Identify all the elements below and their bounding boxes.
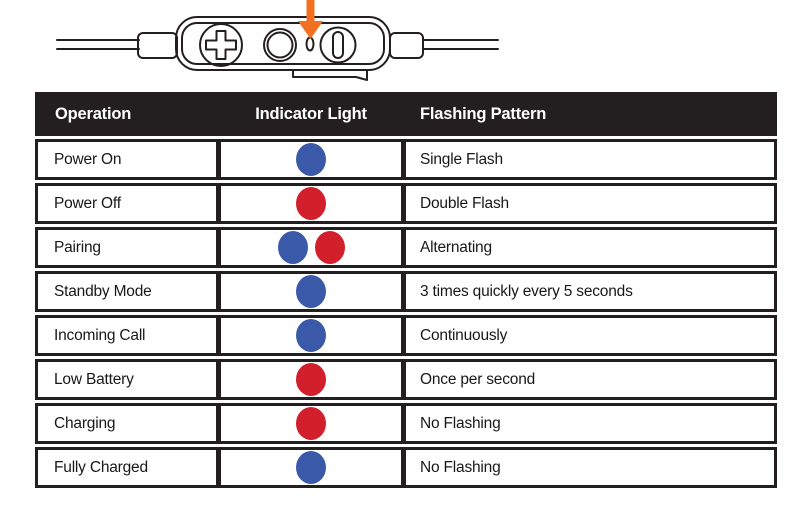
pattern-cell: Once per second xyxy=(406,362,774,397)
operation-cell: Low Battery xyxy=(38,362,216,397)
indicator-cell xyxy=(221,362,401,397)
indicator-cell xyxy=(221,406,401,441)
volume-down-button-icon xyxy=(319,26,357,64)
header-flashing-pattern: Flashing Pattern xyxy=(420,104,547,123)
header-indicator-light: Indicator Light xyxy=(255,104,367,123)
pattern-cell-text: Continuously xyxy=(420,326,508,344)
pattern-cell: Double Flash xyxy=(406,186,774,221)
table-body: Power On Single Flash Power Off Double F… xyxy=(35,139,777,488)
red-indicator-dot xyxy=(296,363,326,396)
pattern-cell-text: No Flashing xyxy=(420,458,501,476)
operation-cell: Standby Mode xyxy=(38,274,216,309)
operation-cell: Power Off xyxy=(38,186,216,221)
volume-up-button-icon xyxy=(199,23,243,67)
remote-diagram-svg xyxy=(56,0,499,81)
operation-cell-text: Standby Mode xyxy=(54,282,152,300)
pattern-cell-text: Double Flash xyxy=(420,194,509,212)
blue-indicator-dot xyxy=(296,451,326,484)
table-row: Fully Charged No Flashing xyxy=(35,447,777,488)
header-operation: Operation xyxy=(55,104,132,123)
operation-cell-text: Charging xyxy=(54,414,116,432)
operation-cell-text: Incoming Call xyxy=(54,326,146,344)
left-cable xyxy=(56,39,140,50)
blue-indicator-dot xyxy=(277,231,308,264)
indicator-light-table: Operation Indicator Light Flashing Patte… xyxy=(35,92,777,488)
clip-icon xyxy=(292,69,368,81)
red-indicator-dot xyxy=(296,187,326,220)
table-row: Pairing Alternating xyxy=(35,227,777,268)
pattern-cell: No Flashing xyxy=(406,450,774,485)
right-cable xyxy=(422,39,499,50)
blue-indicator-dot xyxy=(296,319,326,352)
table-row: Standby Mode 3 times quickly every 5 sec… xyxy=(35,271,777,312)
pattern-cell-text: Single Flash xyxy=(420,150,503,168)
pattern-cell: Alternating xyxy=(406,230,774,265)
operation-cell: Fully Charged xyxy=(38,450,216,485)
pattern-cell: No Flashing xyxy=(406,406,774,441)
operation-cell-text: Fully Charged xyxy=(54,458,148,476)
operation-cell: Incoming Call xyxy=(38,318,216,353)
table-header-row: Operation Indicator Light Flashing Patte… xyxy=(35,92,777,136)
indicator-cell xyxy=(221,142,401,177)
operation-cell-text: Pairing xyxy=(54,238,101,256)
right-strain-relief xyxy=(389,32,424,59)
indicator-cell xyxy=(221,230,401,265)
pattern-cell-text: 3 times quickly every 5 seconds xyxy=(420,282,633,300)
pattern-cell-text: Alternating xyxy=(420,238,492,256)
operation-cell-text: Power Off xyxy=(54,194,121,212)
operation-cell: Charging xyxy=(38,406,216,441)
pattern-cell: Continuously xyxy=(406,318,774,353)
table-row: Low Battery Once per second xyxy=(35,359,777,400)
pattern-cell: Single Flash xyxy=(406,142,774,177)
pattern-cell-text: Once per second xyxy=(420,370,536,388)
table-row: Power On Single Flash xyxy=(35,139,777,180)
indicator-cell xyxy=(221,186,401,221)
blue-indicator-dot xyxy=(296,143,326,176)
indicator-cell xyxy=(221,450,401,485)
pattern-cell-text: No Flashing xyxy=(420,414,501,432)
led-indicator-icon xyxy=(305,36,315,52)
left-strain-relief xyxy=(137,32,178,59)
table-row: Charging No Flashing xyxy=(35,403,777,444)
pattern-cell: 3 times quickly every 5 seconds xyxy=(406,274,774,309)
operation-cell-text: Power On xyxy=(54,150,122,168)
red-indicator-dot xyxy=(314,231,345,264)
indicator-cell xyxy=(221,274,401,309)
remote-diagram xyxy=(0,0,812,92)
blue-indicator-dot xyxy=(296,275,326,308)
operation-cell-text: Low Battery xyxy=(54,370,134,388)
operation-cell: Pairing xyxy=(38,230,216,265)
indicator-cell xyxy=(221,318,401,353)
table-row: Incoming Call Continuously xyxy=(35,315,777,356)
red-indicator-dot xyxy=(296,407,326,440)
operation-cell: Power On xyxy=(38,142,216,177)
pointer-arrow-icon xyxy=(298,0,323,39)
multifunction-button-icon xyxy=(263,28,297,62)
table-row: Power Off Double Flash xyxy=(35,183,777,224)
